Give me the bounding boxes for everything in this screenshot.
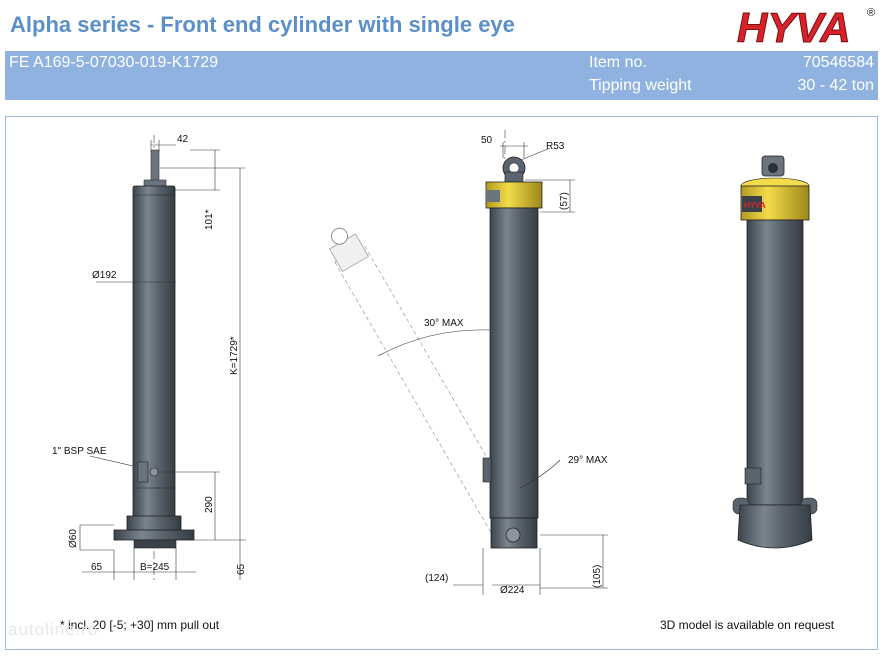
dim-eye-height: (57) xyxy=(559,192,570,210)
tipping-weight-label: Tipping weight xyxy=(589,77,692,94)
drawing-frame xyxy=(5,116,878,650)
dim-base-dia: Ø60 xyxy=(68,529,79,548)
watermark: autoline.ro xyxy=(8,620,99,639)
3d-model-note: 3D model is available on request xyxy=(660,618,835,632)
logo-text: HYVA xyxy=(737,4,851,50)
dim-top-width: 42 xyxy=(177,134,189,145)
hyva-logo: HYVA ® xyxy=(735,2,880,55)
tilt-forward-angle: 30° MAX xyxy=(424,318,464,329)
side-cylinder-body xyxy=(489,207,539,519)
info-bar: FE A169-5-07030-019-K1729 Item no. Tippi… xyxy=(5,51,878,100)
tilted-cylinder-outline xyxy=(329,227,528,544)
3d-base xyxy=(737,504,813,549)
3d-view: HYVA xyxy=(732,155,818,549)
item-no-label: Item no. xyxy=(589,54,647,71)
item-no-value: 70546584 xyxy=(802,54,874,71)
front-view: 42 101* Ø192 K=1729* 1" BSP SAE 290 Ø60 … xyxy=(52,134,247,580)
tipping-weight-value: 30 - 42 ton xyxy=(797,77,875,94)
dim-foot-left: (124) xyxy=(425,573,448,584)
registered-mark: ® xyxy=(867,7,875,19)
side-view: 50 R53 (57) 30° MAX 29° MAX (124) Ø224 (… xyxy=(329,130,608,596)
port-fitting xyxy=(137,461,149,483)
dim-foot-dia: Ø224 xyxy=(500,585,525,596)
page-title: Alpha series - Front end cylinder with s… xyxy=(10,12,515,37)
svg-text:HYVA: HYVA xyxy=(744,201,766,210)
dim-length: K=1729* xyxy=(229,336,240,375)
dim-eye-width: 50 xyxy=(481,135,493,146)
base-trunnion xyxy=(113,529,195,541)
port-label: 1" BSP SAE xyxy=(52,446,107,457)
piston-rod xyxy=(150,149,160,183)
dim-base-offset: 65 xyxy=(91,562,103,573)
dim-diameter: Ø192 xyxy=(92,270,117,281)
pull-out-note: * incl. 20 [-5; +30] mm pull out xyxy=(60,618,220,632)
product-code: FE A169-5-07030-019-K1729 xyxy=(9,54,219,71)
dim-base-width: B=245 xyxy=(140,562,170,573)
tilt-side-angle: 29° MAX xyxy=(568,455,608,466)
3d-cylinder-body xyxy=(746,219,804,506)
dim-bottom-offset: 65 xyxy=(236,563,247,575)
dim-eye-radius: R53 xyxy=(546,141,565,152)
dim-foot-height: (105) xyxy=(592,565,603,588)
dim-stroke-top: 101* xyxy=(204,209,215,230)
dim-port-height: 290 xyxy=(204,496,215,513)
